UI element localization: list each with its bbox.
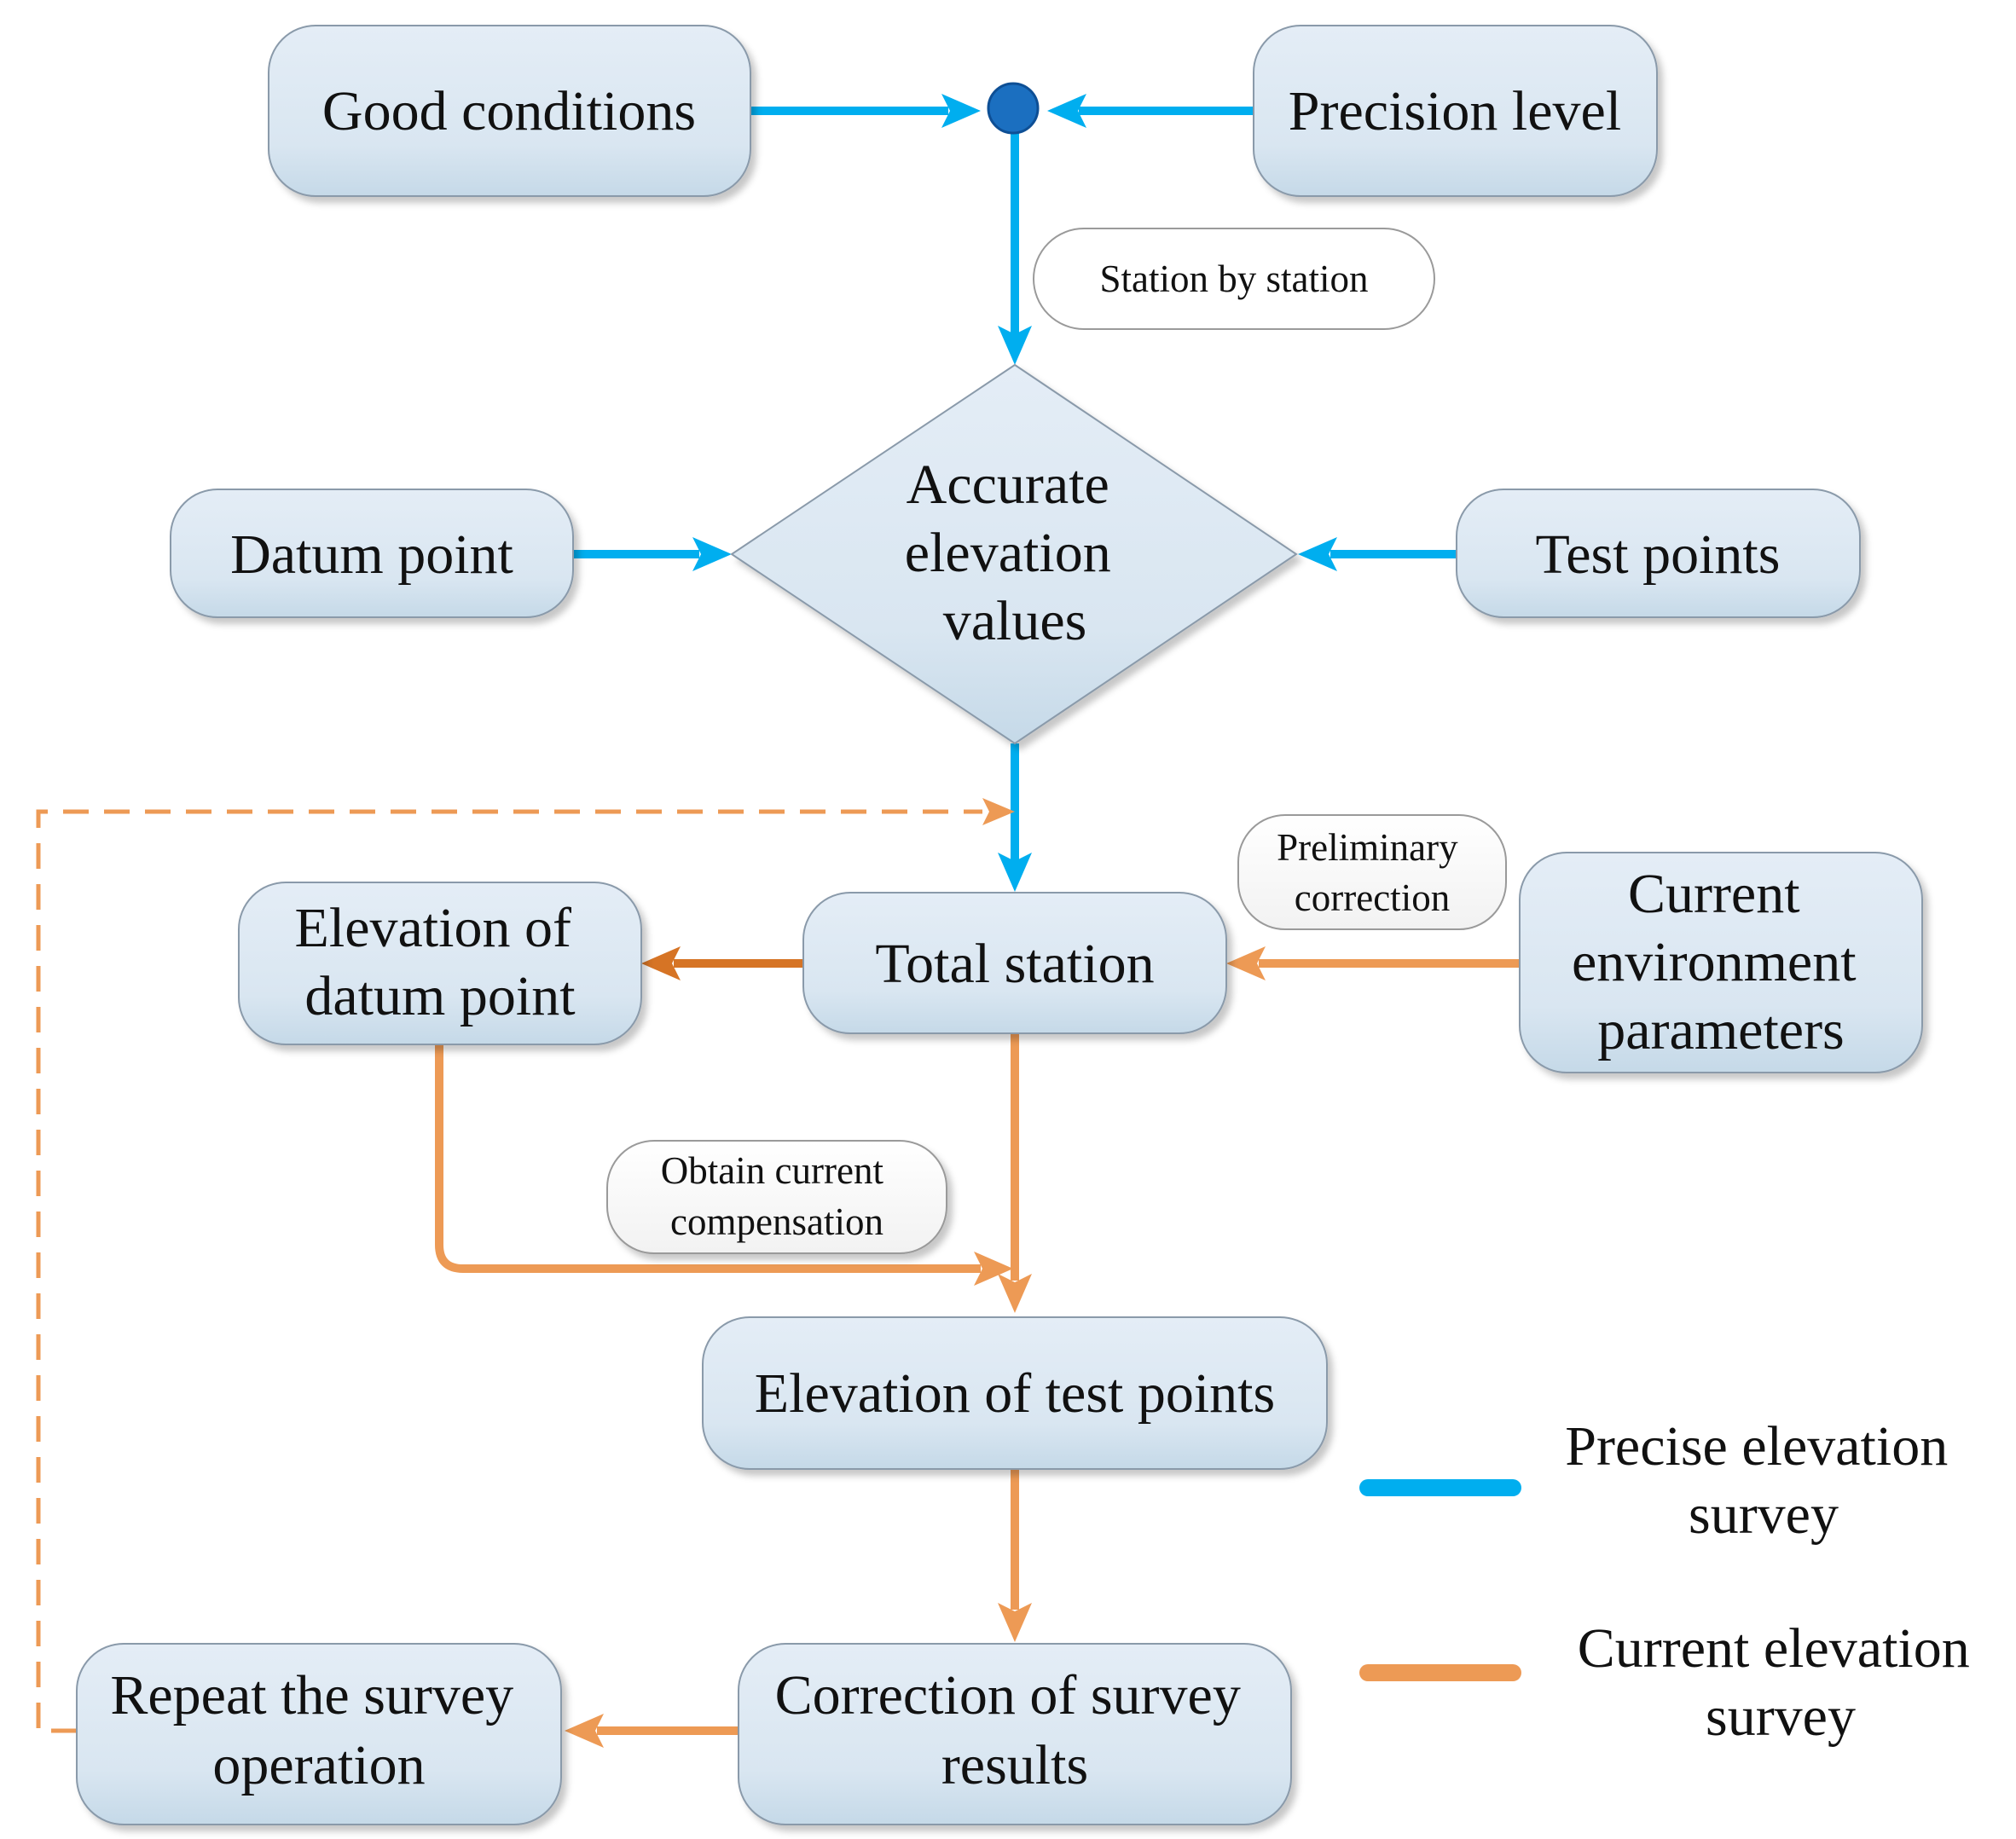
svg-text:Preliminary correction: Preliminary correction	[1277, 826, 1468, 919]
arrowhead-env-to-total	[1226, 946, 1266, 980]
node-precision-level: Precision level	[1253, 25, 1658, 197]
edge-elev-datum-to-merge	[435, 1042, 981, 1273]
datum-point-label: Datum point	[230, 523, 513, 586]
legend-label-precise: Precise elevation survey	[1565, 1415, 1961, 1546]
arrowhead-datum-to-decision	[692, 537, 732, 571]
accurate-elevation-label: Accurate elevation values	[905, 454, 1125, 652]
node-accurate-elevation-decision: Accurate elevation values	[730, 363, 1298, 745]
arrowhead-correction-to-repeat	[565, 1714, 604, 1748]
arrowhead-good-to-junction	[941, 94, 981, 128]
edge-repeat-loop-dashed	[36, 809, 982, 1733]
arrowhead-elev-test-to-correction	[998, 1603, 1032, 1642]
legend-item-current: Current elevation survey	[1359, 1617, 1984, 1748]
node-datum-point: Datum point	[170, 489, 574, 618]
node-good-conditions: Good conditions	[268, 25, 751, 197]
elevation-of-test-points-label: Elevation of test points	[755, 1362, 1275, 1425]
legend-label-current: Current elevation survey	[1578, 1617, 1984, 1748]
good-conditions-label: Good conditions	[322, 80, 696, 142]
node-elevation-of-datum-point: Elevation of datum point	[238, 882, 642, 1045]
correction-label: Correction of survey results	[775, 1664, 1255, 1796]
precise-connectors	[571, 94, 1458, 892]
edge-label-preliminary-correction: Preliminary correction	[1237, 814, 1507, 930]
node-elevation-of-test-points: Elevation of test points	[702, 1316, 1328, 1470]
arrowhead-test-to-decision	[1298, 537, 1337, 571]
current-environment-label: Current environment parameters	[1572, 863, 1870, 1061]
legend-item-precise: Precise elevation survey	[1359, 1415, 1961, 1546]
elevation-of-datum-point-label: Elevation of datum point	[295, 897, 586, 1027]
arrowhead-total-to-elev-test	[998, 1274, 1032, 1313]
arrowhead-elev-datum-to-merge	[974, 1252, 1013, 1286]
arrowhead-decision-to-total	[998, 853, 1032, 892]
edge-label-station-by-station: Station by station	[1033, 228, 1435, 330]
legend: Precise elevation survey Current elevati…	[1359, 1415, 1984, 1748]
edge-label-obtain-compensation: Obtain current compensation	[606, 1140, 947, 1254]
node-current-environment-parameters: Current environment parameters	[1519, 852, 1923, 1073]
node-test-points: Test points	[1456, 489, 1861, 618]
arrowhead-precision-to-junction	[1047, 94, 1086, 128]
node-total-station: Total station	[802, 892, 1227, 1034]
svg-text:Obtain current compensat: Obtain current compensation	[661, 1149, 893, 1243]
total-station-label: Total station	[875, 933, 1154, 995]
precision-level-label: Precision level	[1289, 80, 1621, 142]
repeat-label: Repeat the survey operation	[110, 1664, 527, 1796]
current-connectors	[36, 798, 1520, 1748]
svg-text:Station by station: Station by station	[1100, 257, 1369, 300]
node-correction-of-survey-results: Correction of survey results	[738, 1643, 1292, 1825]
arrowhead-repeat-loop	[982, 798, 1015, 825]
node-repeat-survey-operation: Repeat the survey operation	[76, 1643, 562, 1825]
arrowhead-total-to-elev-datum	[641, 946, 681, 980]
junction-node	[987, 82, 1040, 135]
test-points-label: Test points	[1536, 523, 1781, 586]
arrowhead-junction-to-decision	[998, 326, 1032, 365]
